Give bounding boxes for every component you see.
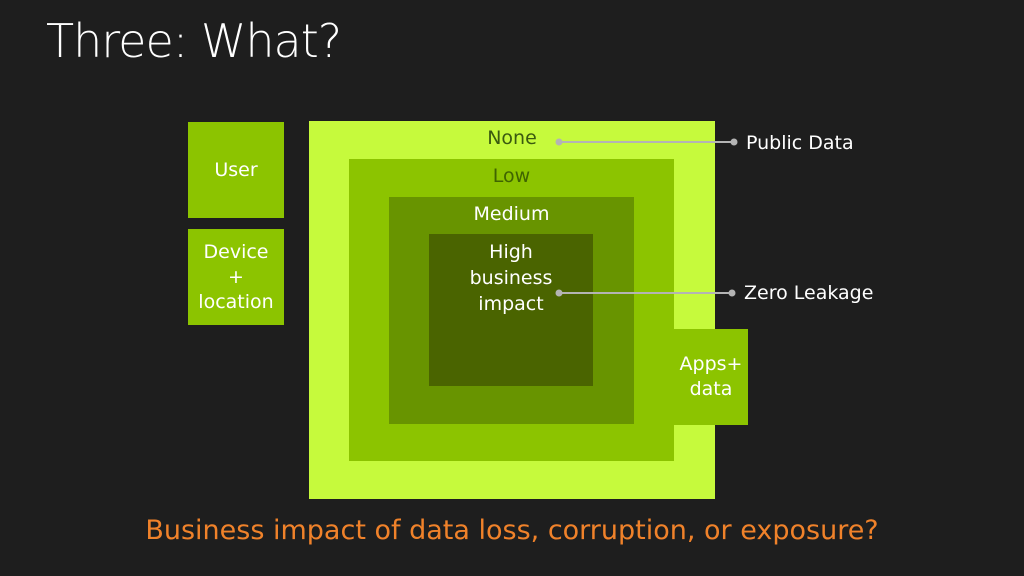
level-high-line-3: impact xyxy=(478,293,544,315)
zero-leakage-connector-end-dot xyxy=(728,289,736,297)
zero-leakage-label: Zero Leakage xyxy=(744,282,874,304)
user-label: User xyxy=(214,158,258,181)
apps-label-line-1: Apps+ xyxy=(679,353,743,375)
public-data-label: Public Data xyxy=(746,132,854,154)
level-none-label: None xyxy=(487,127,537,149)
public-data-connector-start-dot xyxy=(555,138,563,146)
footer-question: Business impact of data loss, corruption… xyxy=(145,515,879,546)
slide-title: Three: What? xyxy=(46,14,342,68)
level-medium-label: Medium xyxy=(473,203,550,225)
device-label-line-1: Device xyxy=(203,240,269,263)
zero-leakage-connector-start-dot xyxy=(555,289,563,297)
device-location-box: Device + location xyxy=(188,229,284,325)
public-data-connector-end-dot xyxy=(730,138,738,146)
device-label-line-2: + xyxy=(228,265,244,288)
level-high-box: High business impact xyxy=(429,234,593,386)
level-low-label: Low xyxy=(492,165,531,187)
apps-label-line-2: data xyxy=(689,378,733,400)
level-high-line-1: High xyxy=(489,241,533,263)
level-high-label: High business impact xyxy=(429,239,593,317)
user-box: User xyxy=(188,122,284,218)
apps-data-box: Apps+ data xyxy=(674,329,748,425)
device-label-line-3: location xyxy=(198,290,274,313)
level-high-line-2: business xyxy=(469,267,553,289)
